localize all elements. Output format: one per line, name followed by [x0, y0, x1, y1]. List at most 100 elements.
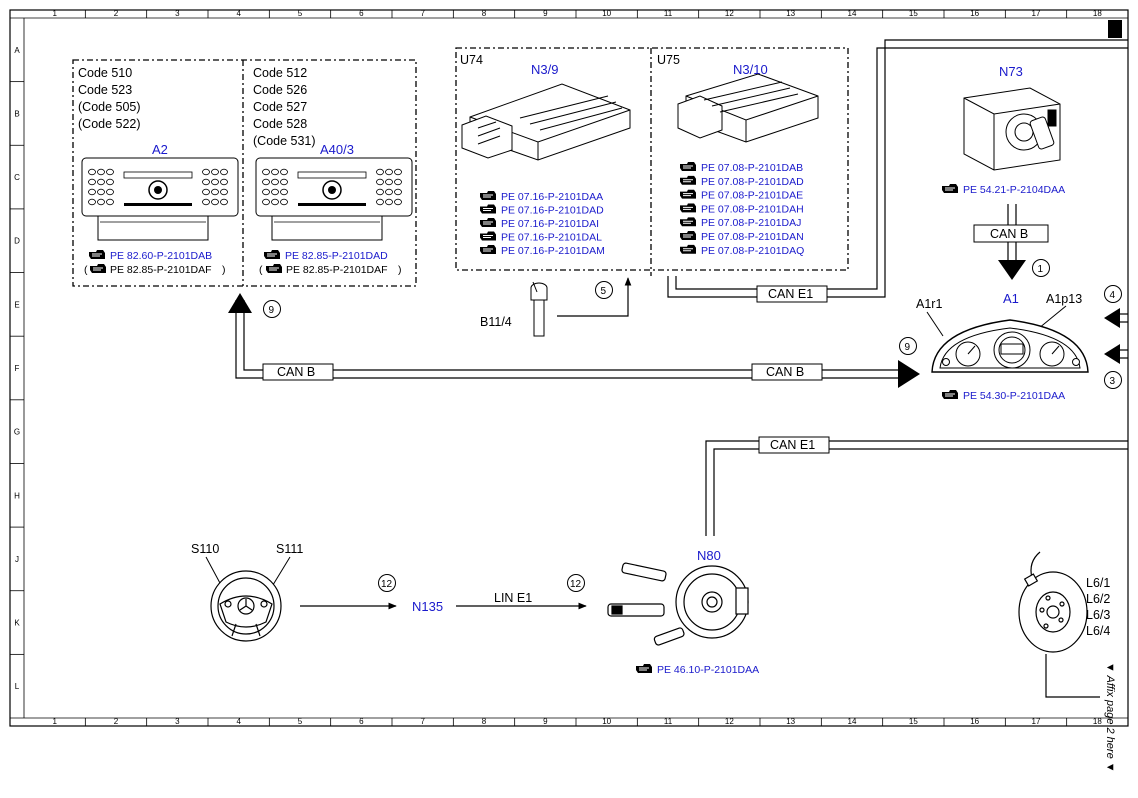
- callout-circle: [567, 574, 585, 592]
- ref-a2-2[interactable]: PE 82.85-P-2101DAF: [110, 264, 212, 276]
- callout-circle: [263, 300, 281, 318]
- grid-column-number: 7: [420, 9, 425, 18]
- steering-wheel: [210, 570, 282, 642]
- ecu-n3-9-drawing: [461, 83, 631, 161]
- drawing-frame: [9, 9, 1129, 727]
- arrow-in-3: [1104, 344, 1120, 364]
- book-icon: [942, 184, 958, 194]
- callout-1: 1: [1038, 264, 1044, 275]
- wheel-speed-sensor-l6: [1018, 551, 1088, 653]
- b11-4-label: B11/4: [480, 315, 512, 329]
- book-icon: [636, 664, 652, 674]
- ref-a40-1[interactable]: PE 82.85-P-2101DAD: [285, 250, 388, 262]
- grid-column-markers: 1122334455667788991010111112121313141415…: [52, 9, 1102, 726]
- grid-column-number: 9: [543, 717, 548, 726]
- arrow-to-cluster: [898, 360, 920, 388]
- grid-column-number: 11: [664, 717, 673, 726]
- code-522: (Code 522): [78, 117, 141, 131]
- n3-9-reference[interactable]: PE 07.16-P-2101DAA: [501, 191, 603, 203]
- grid-row-letter: K: [14, 619, 20, 628]
- callout-3: 3: [1110, 376, 1116, 387]
- n73-ref[interactable]: PE 54.21-P-2104DAA: [963, 184, 1065, 196]
- book-icon: [266, 264, 282, 274]
- l6-3-label: L6/3: [1086, 608, 1110, 622]
- grid-column-number: 15: [909, 9, 918, 18]
- paren-open: (: [259, 264, 263, 276]
- grid-column-number: 18: [1093, 9, 1102, 18]
- grid-column-number: 18: [1093, 717, 1102, 726]
- a1r1-label: A1r1: [916, 297, 942, 311]
- a2-label: A2: [152, 142, 168, 157]
- callout-12: 12: [381, 579, 393, 590]
- n80-ref[interactable]: PE 46.10-P-2101DAA: [657, 664, 759, 676]
- n73-label: N73: [999, 64, 1023, 79]
- ecu-panel: U74 U75 N3/9 N3/10 PE 07.16-P-2101DAAPE …: [455, 47, 849, 276]
- can-e1-upper-bus: [667, 39, 1128, 298]
- callout-circle: [595, 281, 613, 299]
- arrow-up-to-radio: [228, 293, 252, 313]
- grid-column-number: 11: [664, 9, 673, 18]
- can-b-label-right: CAN B: [766, 365, 804, 379]
- code-512: Code 512: [253, 66, 307, 80]
- grid-column-number: 6: [359, 9, 364, 18]
- ref-a2-1[interactable]: PE 82.60-P-2101DAB: [110, 250, 212, 262]
- n3-10-reference[interactable]: PE 07.08-P-2101DAN: [701, 231, 804, 243]
- a1-ref[interactable]: PE 54.30-P-2101DAA: [963, 390, 1065, 402]
- n3-10-reference[interactable]: PE 07.08-P-2101DAE: [701, 190, 803, 202]
- ref-a40-2[interactable]: PE 82.85-P-2101DAF: [286, 264, 388, 276]
- book-icon: [680, 189, 696, 200]
- l6-2-label: L6/2: [1086, 592, 1110, 606]
- grid-column-number: 5: [298, 9, 303, 18]
- book-icon: [90, 264, 106, 274]
- book-icon: [680, 203, 696, 213]
- grid-row-letter: L: [15, 682, 20, 691]
- grid-column-number: 4: [236, 717, 241, 726]
- n3-10-reference[interactable]: PE 07.08-P-2101DAJ: [701, 217, 801, 229]
- grid-column-number: 16: [970, 9, 979, 18]
- book-icon: [680, 175, 696, 186]
- n3-9-reference[interactable]: PE 07.16-P-2101DAL: [501, 232, 602, 244]
- paren-close: ): [222, 264, 226, 276]
- callout-5: 5: [601, 286, 607, 297]
- grid-column-number: 8: [482, 717, 487, 726]
- grid-column-number: 10: [602, 9, 611, 18]
- n3-10-reference[interactable]: PE 07.08-P-2101DAB: [701, 162, 803, 174]
- n3-9-reference[interactable]: PE 07.16-P-2101DAD: [501, 205, 604, 217]
- book-icon: [480, 245, 496, 255]
- n135-label: N135: [412, 599, 443, 614]
- n3-10-reference[interactable]: PE 07.08-P-2101DAD: [701, 176, 804, 188]
- bus-label-box: [262, 363, 334, 381]
- callout-9-cluster: 9: [905, 342, 911, 353]
- callout-circle: [899, 337, 917, 355]
- arrow-in-4: [1104, 308, 1120, 328]
- book-icon: [480, 204, 496, 214]
- book-icon: [680, 231, 696, 241]
- book-icon: [680, 244, 696, 255]
- bus-label-box: [758, 436, 830, 454]
- sensor-b11-4: [530, 281, 548, 337]
- s110-label: S110: [191, 542, 219, 556]
- can-e1-lower-bus: [705, 440, 1128, 536]
- callout-9: 9: [269, 305, 275, 316]
- n3-9-reference[interactable]: PE 07.16-P-2101DAI: [501, 218, 599, 230]
- n3-10-references: PE 07.08-P-2101DAB PE 07.08-P-2101DAD PE 0…: [680, 162, 804, 257]
- steering-column-module-n80: [607, 562, 749, 646]
- code-527: Code 527: [253, 100, 307, 114]
- sensor-lead: [1045, 654, 1100, 698]
- can-b-label-left: CAN B: [277, 365, 315, 379]
- n3-9-reference[interactable]: PE 07.16-P-2101DAM: [501, 245, 605, 257]
- u75-label: U75: [657, 53, 680, 67]
- lin-e1-label: LIN E1: [494, 591, 532, 605]
- radio-panel: Code 510 Code 523 (Code 505) (Code 522) …: [72, 59, 417, 287]
- grid-column-number: 12: [725, 9, 734, 18]
- book-icon: [264, 250, 280, 260]
- n3-10-reference[interactable]: PE 07.08-P-2101DAQ: [701, 245, 804, 257]
- code-523: Code 523: [78, 83, 132, 97]
- s111-label: S111: [276, 542, 303, 556]
- grid-column-number: 15: [909, 717, 918, 726]
- n3-10-label: N3/10: [733, 62, 768, 77]
- n3-9-label: N3/9: [531, 62, 558, 77]
- grid-column-number: 16: [970, 717, 979, 726]
- n3-10-reference[interactable]: PE 07.08-P-2101DAH: [701, 203, 804, 215]
